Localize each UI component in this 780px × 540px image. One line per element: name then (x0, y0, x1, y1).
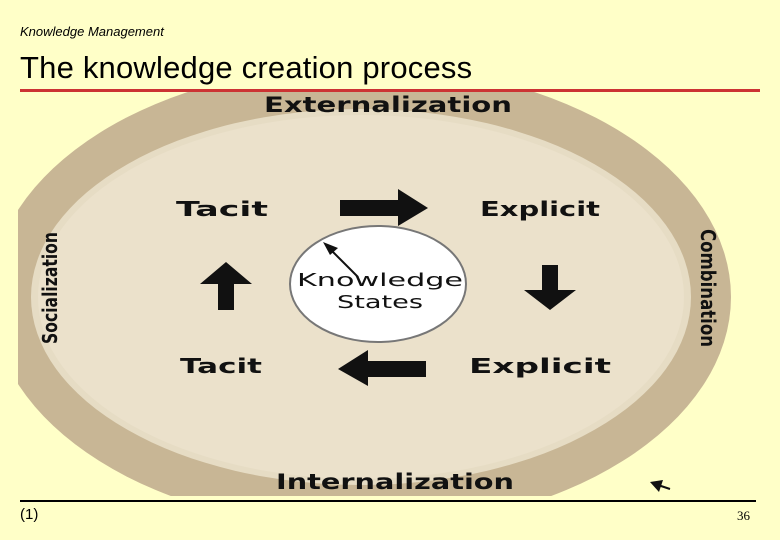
arrow-right-icon (340, 189, 428, 226)
footer-rule (20, 500, 756, 502)
combination-label: Combination (696, 229, 720, 347)
explicit-bottom-label: Explicit (469, 354, 612, 378)
knowledge-creation-diagram: Externalization Internalization Socializ… (18, 92, 745, 496)
tacit-top-label: Tacit (176, 197, 269, 221)
arrow-up-icon (200, 262, 252, 310)
center-disc (289, 225, 467, 343)
corner-pointer-icon (650, 480, 663, 492)
page-number: 36 (737, 508, 750, 523)
socialization-label: Socialization (38, 232, 62, 344)
center-label-line2: States (337, 292, 423, 313)
arrow-left-icon (338, 350, 426, 386)
tacit-bottom-label: Tacit (180, 354, 263, 378)
explicit-top-label: Explicit (480, 197, 601, 221)
footnote-reference: (1) (20, 506, 39, 523)
arrow-down-icon (524, 265, 576, 310)
subject-label: Knowledge Management (20, 24, 164, 39)
pointer-line (329, 248, 359, 278)
externalization-label: Externalization (264, 93, 512, 117)
page-title: The knowledge creation process (20, 50, 473, 85)
title-underline (20, 89, 760, 92)
center-label-line1: Knowledge (297, 270, 463, 291)
pointer-arrow-icon (323, 242, 338, 255)
internalization-label: Internalization (276, 470, 514, 494)
